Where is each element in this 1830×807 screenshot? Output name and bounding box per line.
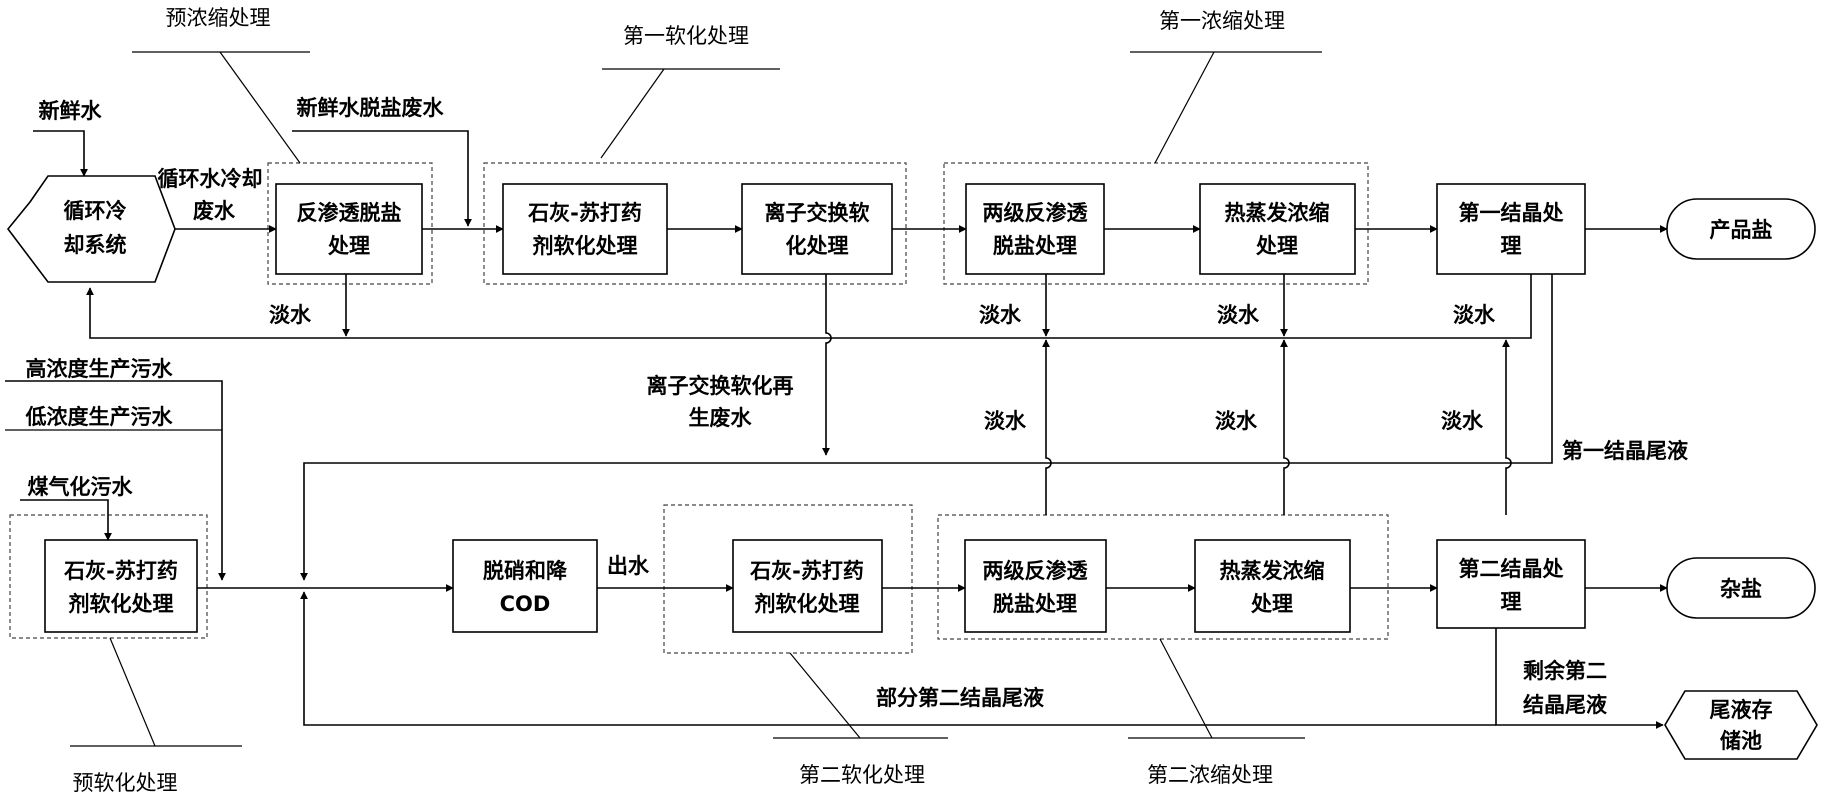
caption-first-concentration: 第一浓缩处理 (1159, 9, 1285, 33)
two-stage-ro-1-box (965, 183, 1105, 275)
label-fresh-desalt-waste: 新鲜水脱盐废水 (297, 96, 445, 120)
thermal-evap-1-box (1199, 183, 1356, 275)
lime-soda-2-label-2: 剂软化处理 (755, 592, 860, 616)
first-cryst-label-1: 第一结晶处 (1459, 201, 1564, 225)
product-salt-label: 产品盐 (1710, 218, 1773, 242)
second-cryst-label-2: 理 (1501, 590, 1522, 614)
label-coal-gas: 煤气化污水 (28, 475, 134, 499)
first-cryst-label-2: 理 (1501, 234, 1522, 258)
pre-soften-label-2: 剂软化处理 (69, 592, 174, 616)
label-ion-regen-1: 离子交换软化再 (647, 374, 794, 398)
thermal-evap-2-label-2: 处理 (1250, 592, 1293, 616)
group-first-softening (483, 162, 907, 285)
leader-pre-concentration (132, 51, 310, 164)
label-fresh-water-evap2: 淡水 (1215, 409, 1258, 433)
label-cooling-waste-1: 循环水冷却 (158, 167, 263, 191)
ion-exchange-box (741, 183, 893, 275)
lime-soda-1-box (502, 183, 668, 275)
tail-tank-label-2: 储池 (1720, 729, 1762, 753)
group-second-concentration (937, 514, 1389, 640)
lime-soda-1-label-1: 石灰-苏打药 (527, 201, 642, 225)
ion-exchange-label-2: 化处理 (786, 234, 849, 258)
thermal-evap-1-label-2: 处理 (1255, 234, 1298, 258)
ion-exchange-label-1: 离子交换软 (765, 201, 870, 225)
caption-pre-concentration: 预浓缩处理 (166, 6, 271, 30)
denitrify-box (452, 539, 598, 633)
label-fresh-water-ro2: 淡水 (984, 409, 1027, 433)
leader-second-softening (773, 652, 948, 739)
label-fresh-water-ro1: 淡水 (979, 303, 1022, 327)
leader-first-softening (600, 68, 780, 159)
caption-second-softening: 第二软化处理 (799, 763, 925, 787)
leader-first-concentration (1130, 51, 1322, 164)
group-pre-concentration (267, 162, 433, 285)
lime-soda-2-box (732, 539, 883, 633)
label-outlet: 出水 (607, 554, 650, 578)
second-cryst-box (1436, 539, 1586, 629)
tail-tank-node (1664, 690, 1818, 760)
label-fresh-water: 新鲜水 (39, 99, 103, 123)
group-first-concentration (943, 162, 1369, 285)
cooling-system-node (6, 175, 176, 283)
two-stage-ro-1-label-1: 两级反渗透 (983, 201, 1089, 225)
two-stage-ro-2-label-1: 两级反渗透 (983, 559, 1089, 583)
second-cryst-label-1: 第二结晶处 (1459, 557, 1564, 581)
label-fresh-water-cryst2: 淡水 (1441, 409, 1484, 433)
label-fresh-water-evap1: 淡水 (1217, 303, 1260, 327)
ro-desalt-label-2: 处理 (327, 234, 370, 258)
ro-desalt-label-1: 反渗透脱盐 (297, 201, 402, 225)
mixed-salt-label: 杂盐 (1720, 577, 1762, 601)
label-remaining-tail-1: 剩余第二 (1523, 659, 1607, 683)
label-partial-second-tail: 部分第二结晶尾液 (876, 686, 1044, 710)
leader-second-concentration (1128, 638, 1305, 739)
group-second-softening (663, 504, 913, 654)
label-high-conc: 高浓度生产污水 (26, 357, 174, 381)
two-stage-ro-1-label-2: 脱盐处理 (993, 234, 1077, 258)
thermal-evap-2-label-1: 热蒸发浓缩 (1220, 559, 1325, 583)
label-ion-regen-2: 生废水 (689, 406, 753, 430)
caption-pre-softening: 预软化处理 (73, 771, 178, 795)
label-low-conc: 低浓度生产污水 (25, 405, 174, 429)
flow-lines (5, 130, 1668, 729)
two-stage-ro-2-box (964, 539, 1107, 633)
cooling-system-label-1: 循环冷 (64, 199, 127, 223)
lime-soda-1-label-2: 剂软化处理 (533, 234, 638, 258)
caption-first-softening: 第一软化处理 (623, 24, 749, 48)
first-cryst-box (1436, 183, 1586, 275)
product-salt-terminal (1666, 198, 1816, 260)
pre-soften-label-1: 石灰-苏打药 (63, 559, 178, 583)
ro-desalt-box (275, 183, 423, 275)
denitrify-label-2: COD (500, 592, 551, 616)
denitrify-label-1: 脱硝和降 (483, 559, 568, 583)
lime-soda-2-label-1: 石灰-苏打药 (749, 559, 864, 583)
pre-soften-box (44, 539, 198, 633)
label-first-tail: 第一结晶尾液 (1562, 439, 1688, 463)
two-stage-ro-2-label-2: 脱盐处理 (993, 592, 1077, 616)
thermal-evap-1-label-1: 热蒸发浓缩 (1225, 201, 1330, 225)
label-cooling-waste-2: 废水 (193, 199, 236, 223)
leader-pre-softening (70, 637, 242, 747)
label-fresh-water-cryst1: 淡水 (1453, 303, 1496, 327)
tail-tank-label-1: 尾液存 (1710, 698, 1773, 722)
label-remaining-tail-2: 结晶尾液 (1523, 693, 1607, 717)
thermal-evap-2-box (1194, 539, 1351, 633)
cooling-system-label-2: 却系统 (64, 233, 127, 257)
caption-second-concentration: 第二浓缩处理 (1147, 763, 1273, 787)
label-fresh-water-return: 淡水 (269, 303, 312, 327)
mixed-salt-terminal (1666, 557, 1816, 619)
